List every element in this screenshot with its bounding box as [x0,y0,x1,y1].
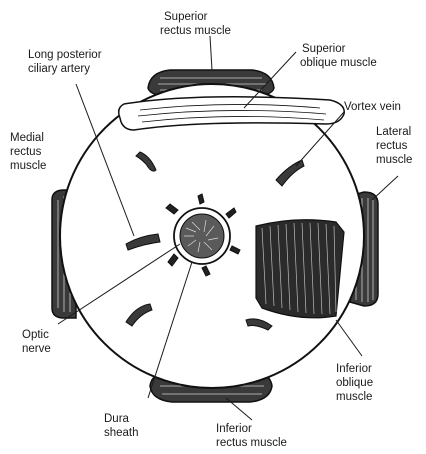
label-vortex-vein: Vortex vein [344,101,401,113]
label-optic-nerve: Optic nerve [22,329,52,355]
label-inferior-oblique-muscle: Inferior oblique muscle [336,363,376,403]
label-lateral-rectus-muscle: Lateral rectus muscle [376,126,414,166]
leader-superior-rectus [210,36,212,70]
label-superior-rectus-muscle: Superior rectus muscle [160,11,231,37]
leader-lateral-rectus [372,176,398,200]
inferior-oblique-muscle-shape [256,220,344,318]
leader-inferior-oblique [336,320,362,356]
label-superior-oblique-muscle: Superior oblique muscle [300,43,377,69]
optic-nerve-shape [174,208,230,264]
label-inferior-rectus-muscle: Inferior rectus muscle [216,423,287,449]
label-medial-rectus-muscle: Medial rectus muscle [10,132,47,172]
label-long-posterior-ciliary-artery: Long posterior ciliary artery [28,49,105,75]
label-dura-sheath: Dura sheath [104,413,139,439]
